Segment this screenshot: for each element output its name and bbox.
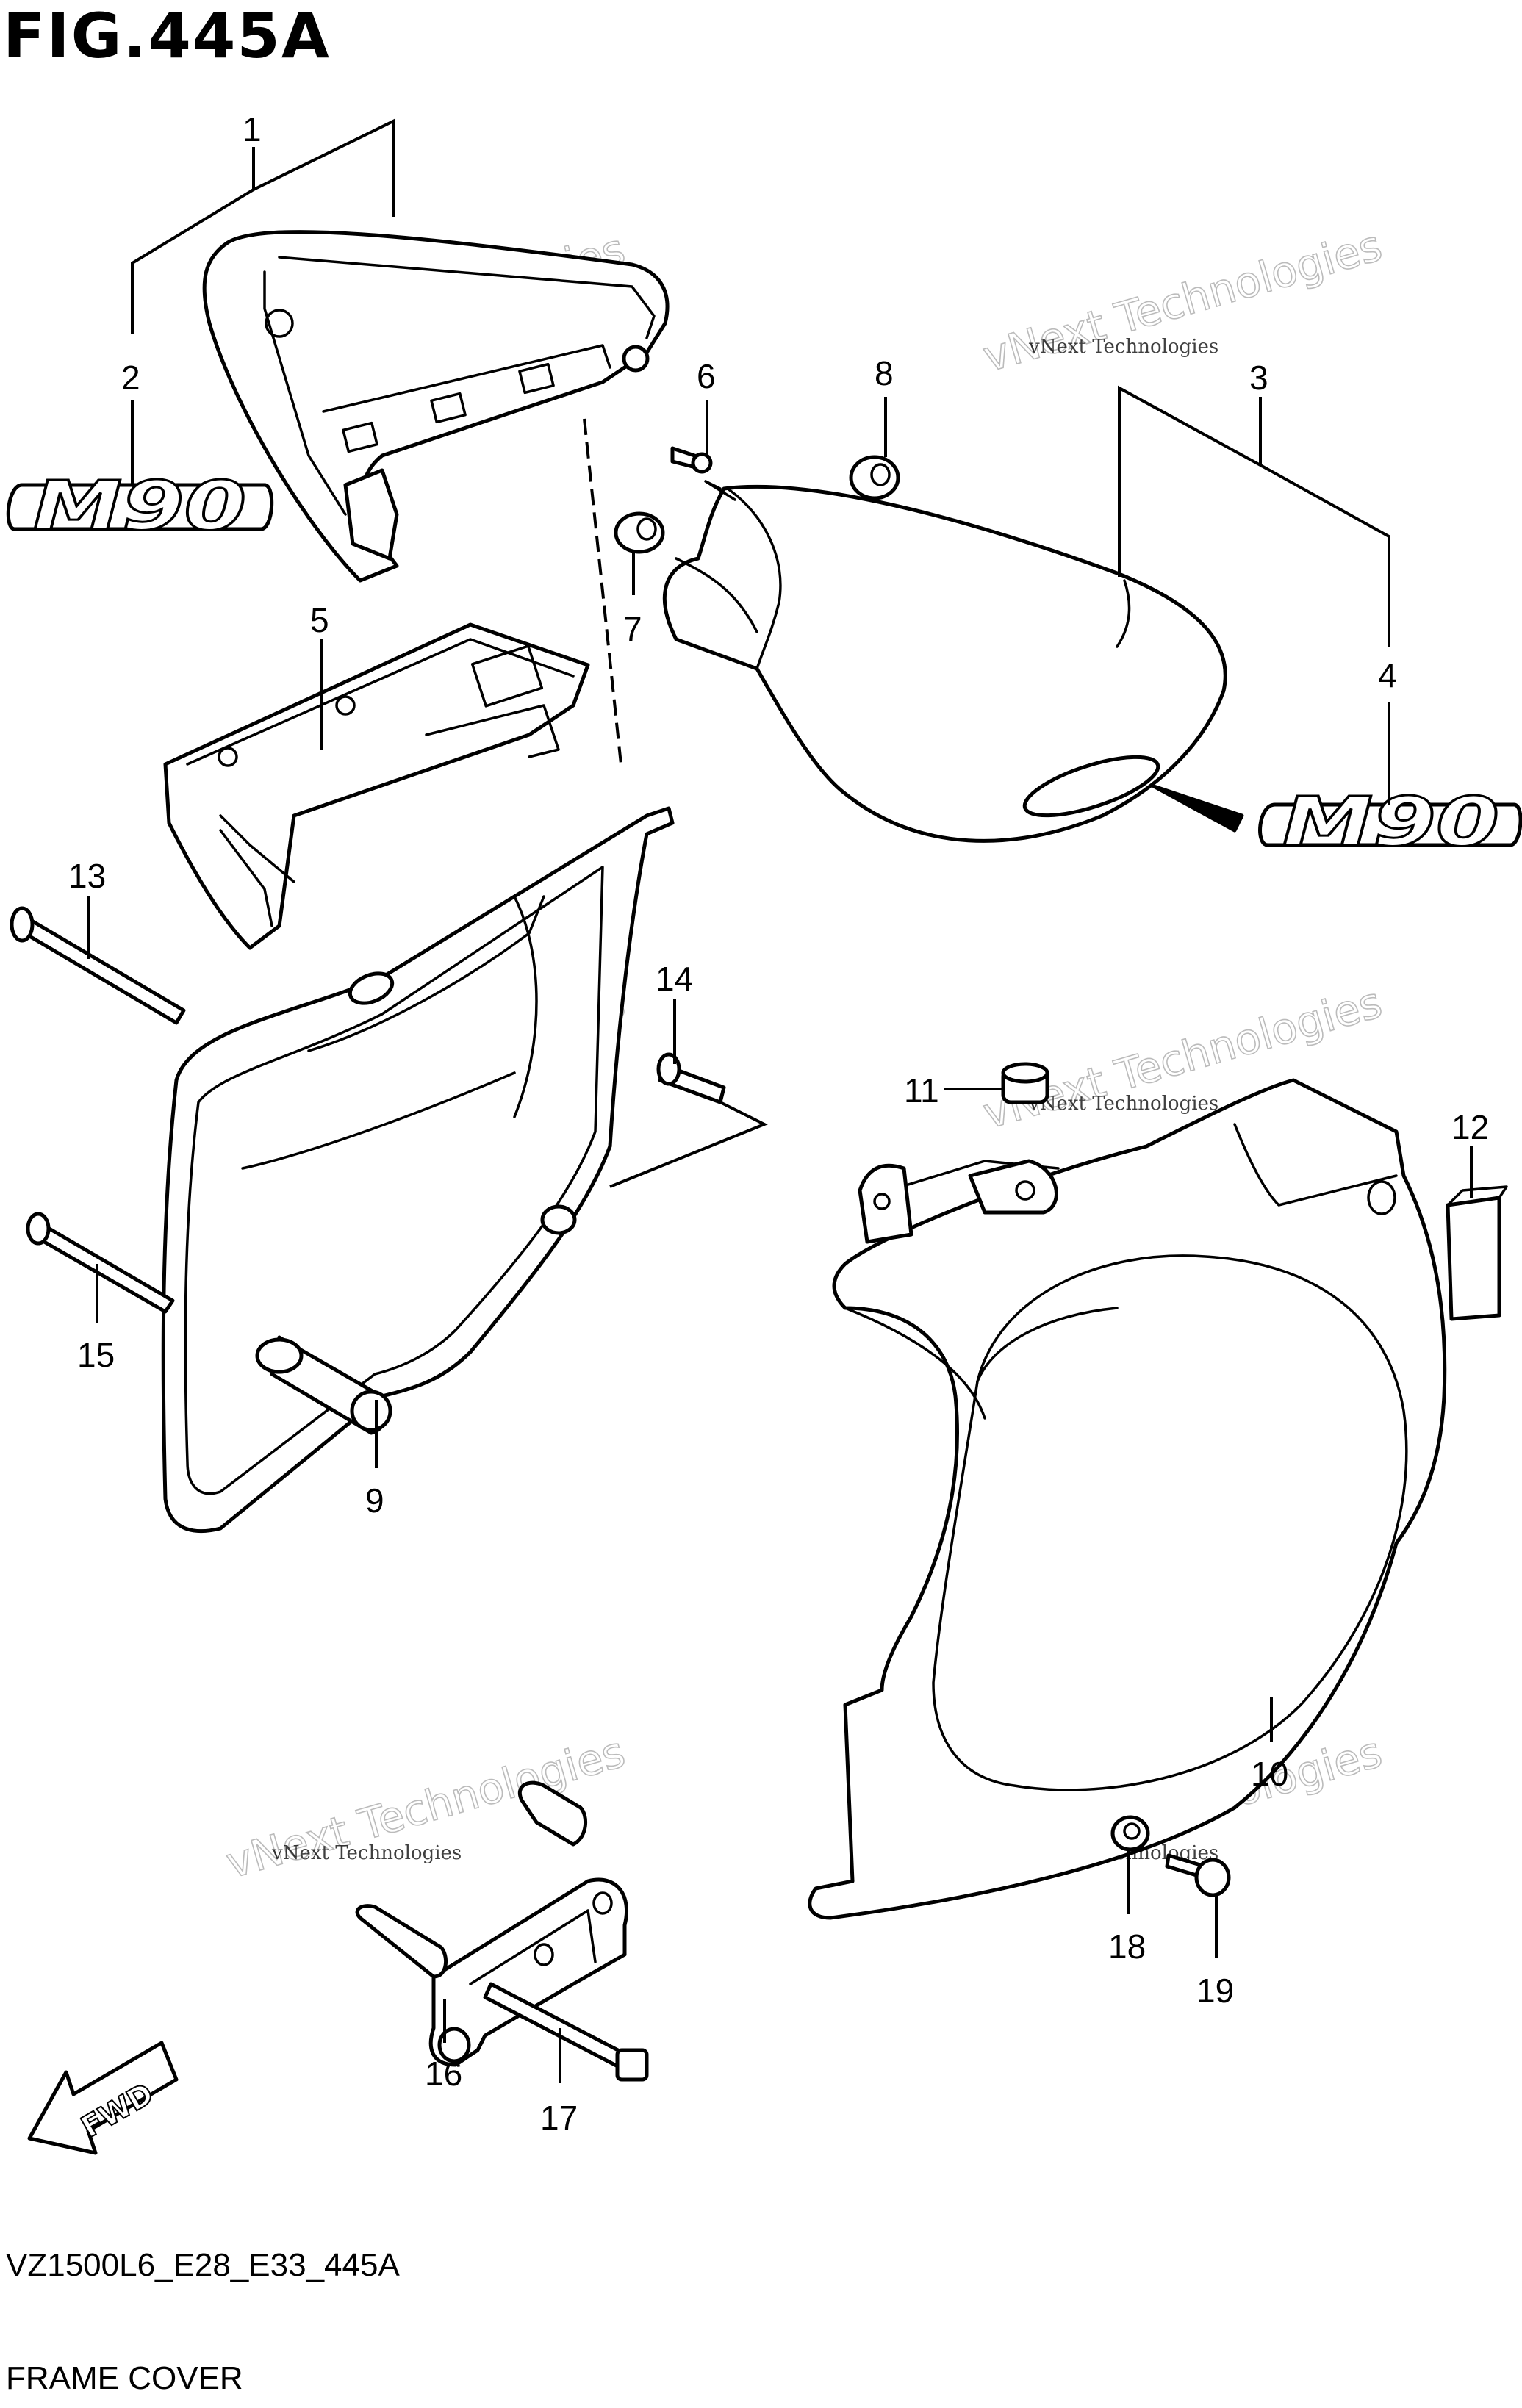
callout-19: 19 — [1196, 1972, 1234, 2010]
callout-15: 15 — [77, 1336, 115, 1374]
part-15-bolt — [26, 1212, 175, 1314]
callout-12: 12 — [1451, 1108, 1489, 1146]
watermark-text: vNext Technologies — [1028, 336, 1218, 358]
part-9-lower-left-cover — [161, 806, 675, 1534]
fwd-arrow: FWD — [27, 2041, 179, 2155]
part-7-grommet — [614, 511, 665, 554]
callout-13: 13 — [68, 857, 106, 895]
figure-title: FIG.445A — [3, 0, 331, 72]
emblem-pointer-arrow — [1152, 784, 1244, 833]
part-2-emblem: M90 — [6, 466, 274, 547]
callout-14: 14 — [656, 960, 693, 998]
callout-numbers: 1 2 3 4 5 6 7 8 9 10 11 12 13 14 15 16 1… — [68, 110, 1489, 2137]
part-17-bolt — [483, 1982, 649, 2082]
callout-7: 7 — [623, 610, 642, 648]
callout-5: 5 — [310, 601, 329, 639]
part-10-lower-right-cover — [808, 1078, 1447, 1920]
callout-3: 3 — [1249, 359, 1268, 397]
part-16-bracket — [355, 1780, 629, 2067]
emblem-text: M90 — [1282, 783, 1499, 861]
part-4-emblem: M90 — [1152, 782, 1522, 863]
callout-4: 4 — [1378, 656, 1397, 694]
leader-lines — [87, 118, 1473, 2083]
watermark-text: vNext Technologies — [1028, 1093, 1218, 1115]
drawing-code: VZ1500L6_E28_E33_445A — [6, 2247, 400, 2283]
part-19-screw — [1165, 1853, 1231, 1897]
part-13-bolt — [10, 906, 186, 1025]
callout-10: 10 — [1251, 1755, 1288, 1793]
callout-8: 8 — [875, 354, 894, 392]
callout-11: 11 — [904, 1071, 939, 1110]
watermark-text: vNext Technologies — [271, 1842, 462, 1864]
callout-18: 18 — [1108, 1927, 1146, 1966]
callout-9: 9 — [365, 1481, 384, 1520]
callout-17: 17 — [540, 2099, 578, 2137]
callout-1: 1 — [243, 110, 262, 148]
part-12-pad — [1446, 1185, 1508, 1321]
part-8-grommet — [849, 455, 900, 500]
part-5-inner-cover — [163, 622, 590, 950]
callout-2: 2 — [121, 359, 140, 397]
part-18-grommet — [1110, 1815, 1150, 1852]
part-3-upper-right-cover — [663, 480, 1227, 843]
part-11-grommet — [1001, 1062, 1049, 1104]
emblem-text: M90 — [33, 467, 246, 545]
part-14-bolt — [656, 1052, 726, 1104]
callout-6: 6 — [697, 357, 716, 395]
callout-16: 16 — [425, 2055, 462, 2093]
part-1-upper-left-cover — [202, 230, 670, 583]
drawing-name: FRAME COVER — [6, 2360, 243, 2396]
